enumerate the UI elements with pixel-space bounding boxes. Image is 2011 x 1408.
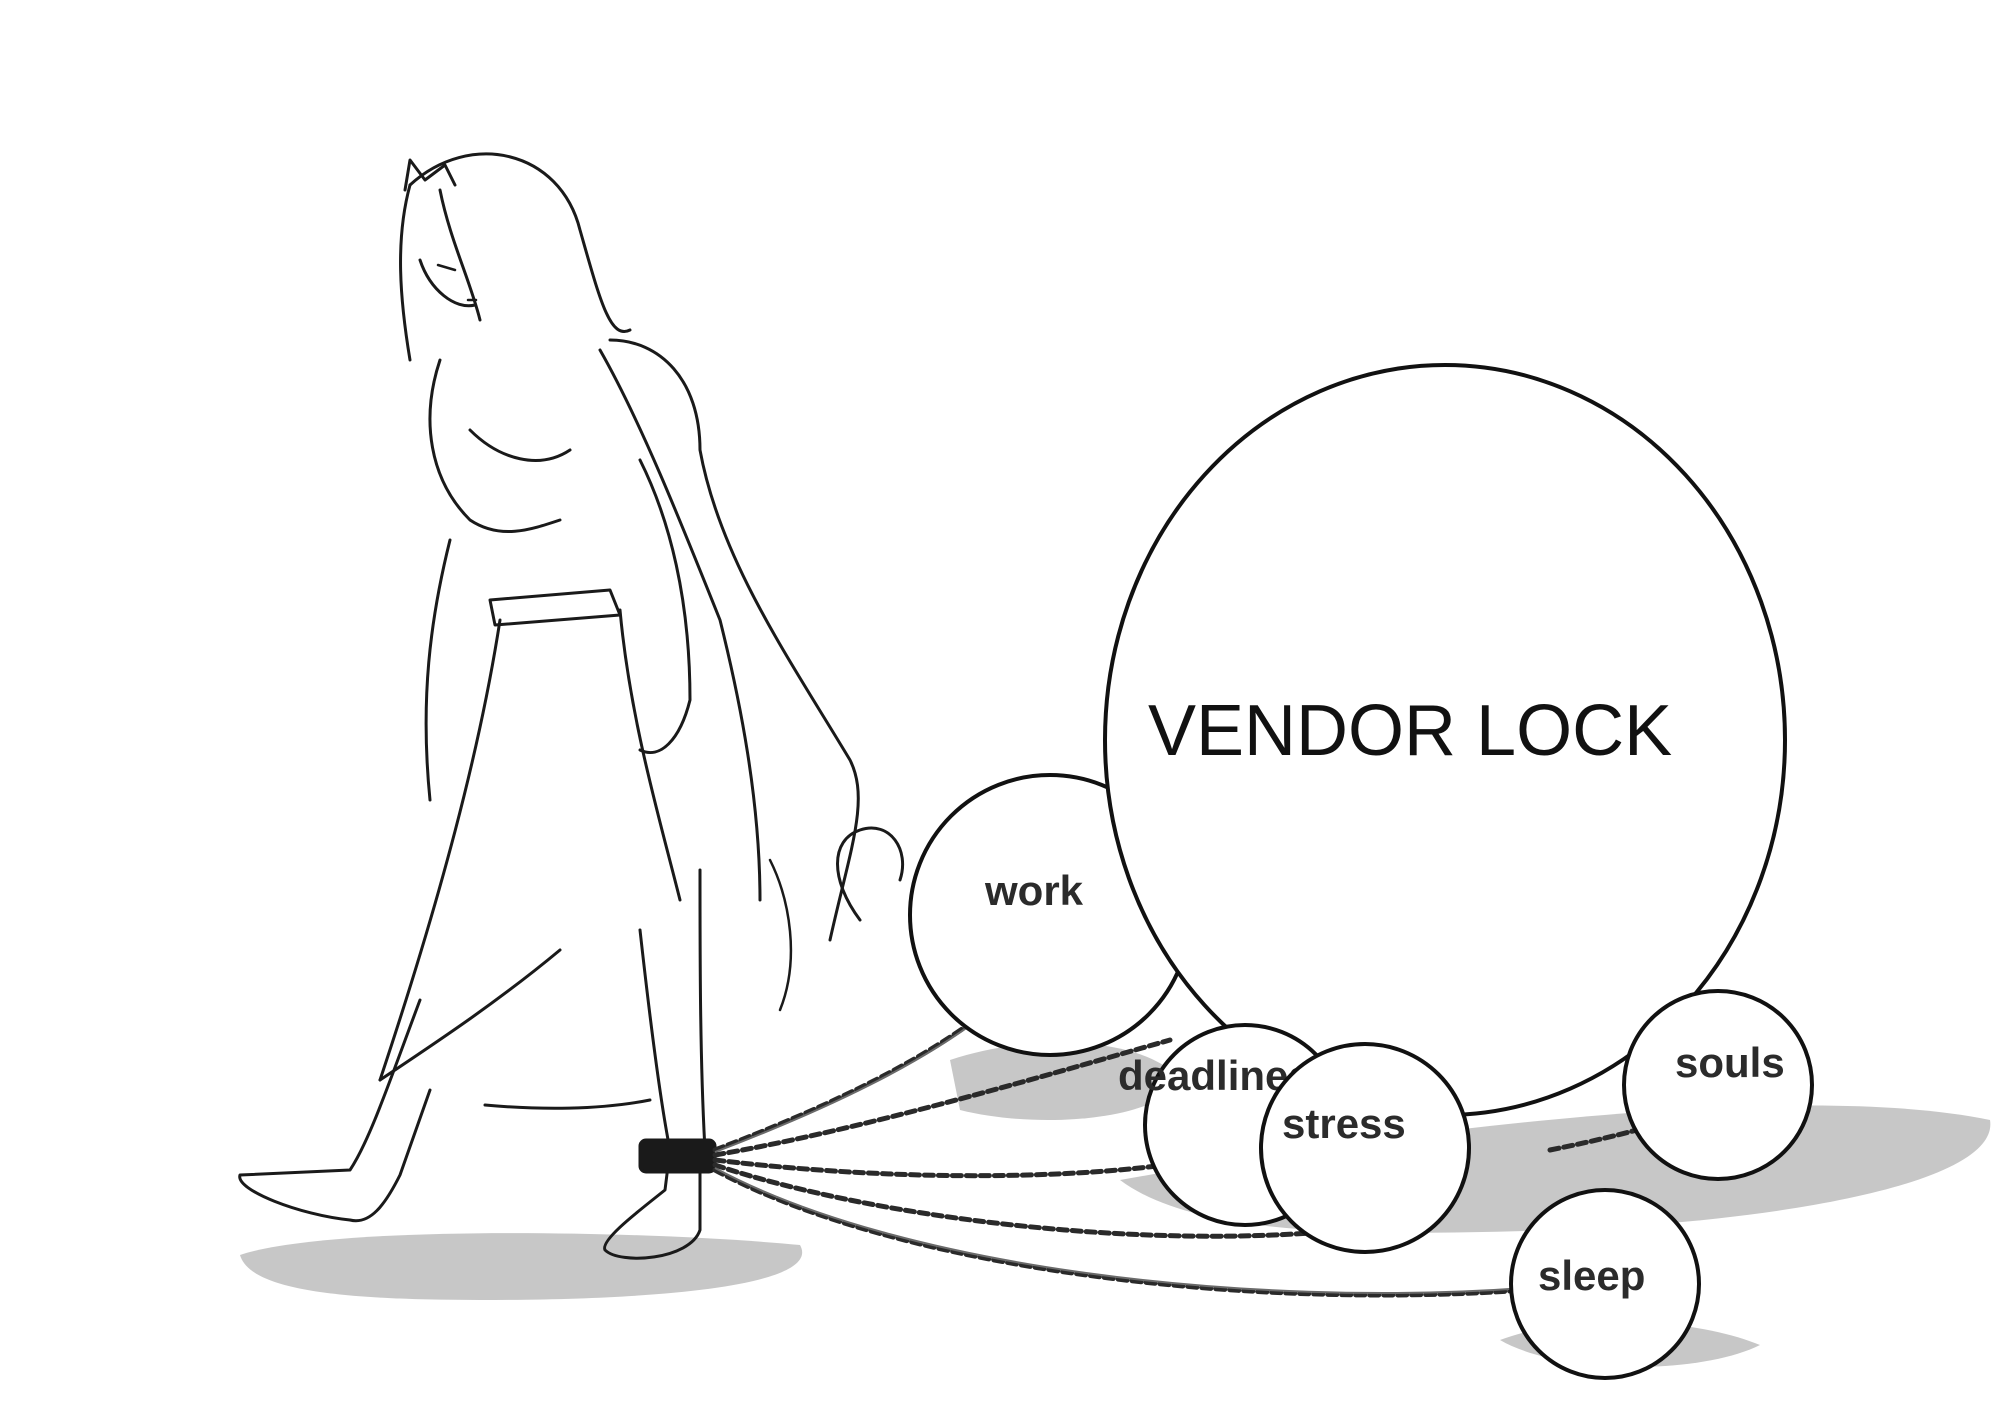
chained-woman-figure [238, 152, 905, 1260]
chains [712, 997, 1673, 1298]
ball-label-vendor-lock: VENDOR LOCK [1148, 691, 1672, 771]
ball-sleep: sleep [1509, 1188, 1701, 1380]
ball-label-sleep: sleep [1538, 1252, 1645, 1299]
ball-souls: souls [1622, 989, 1814, 1181]
ball-vendor-lock: VENDOR LOCK [1103, 363, 1787, 1117]
ball-label-work: work [984, 867, 1084, 914]
ball-label-stress: stress [1282, 1100, 1406, 1147]
ball-label-souls: souls [1675, 1039, 1785, 1086]
ball-stress: stress [1259, 1042, 1471, 1254]
